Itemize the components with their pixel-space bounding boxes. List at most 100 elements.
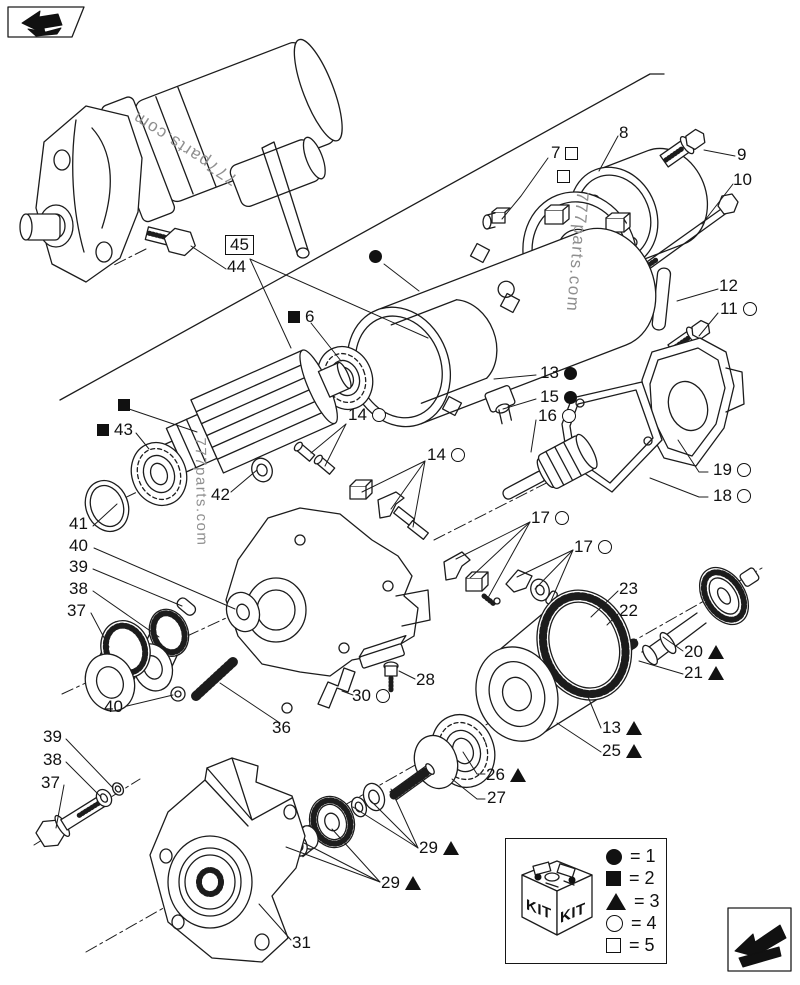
- legend-value: = 2: [629, 868, 655, 889]
- part-callout-29: 29: [419, 839, 459, 857]
- part-number: 25: [602, 741, 621, 760]
- legend-value: = 5: [629, 935, 655, 955]
- open-square-marker: [557, 170, 570, 183]
- part-callout-19: 19: [713, 461, 751, 479]
- part-number: 29: [419, 838, 438, 857]
- part-callout-13: 13: [540, 364, 577, 382]
- part-number: 7: [551, 143, 561, 162]
- legend-entry: = 2: [606, 868, 660, 889]
- part-callout-39: 39: [43, 728, 62, 746]
- part-callout-45: 45: [225, 235, 254, 255]
- legend-entry: = 1: [606, 846, 660, 867]
- part-callout-36: 36: [272, 719, 291, 737]
- part-number: 38: [69, 579, 88, 598]
- part-number: 28: [416, 670, 435, 689]
- part-callout-41: 41: [69, 515, 88, 533]
- part-callout-26: 26: [486, 766, 526, 784]
- kit-marker: [369, 250, 382, 263]
- part-callout-13: 13: [602, 719, 642, 737]
- kit-box-icon: KIT KIT: [521, 860, 593, 936]
- part-callout-39: 39: [69, 558, 88, 576]
- filled-square-marker: [97, 424, 109, 436]
- filled-triangle-marker: [707, 666, 724, 680]
- prev-page-button[interactable]: [6, 4, 88, 40]
- open-circle-marker: [597, 540, 612, 554]
- part-number: 31: [292, 933, 311, 952]
- legend-value: = 3: [634, 890, 660, 911]
- filled-triangle-marker: [606, 892, 626, 910]
- open-circle-marker: [561, 409, 576, 423]
- part-callout-20: 20: [684, 643, 724, 661]
- part-callout-40: 40: [104, 698, 123, 716]
- part-number: 43: [114, 420, 133, 439]
- kit-marker: [557, 170, 570, 183]
- filled-triangle-marker: [707, 645, 724, 659]
- part-number: 19: [713, 460, 732, 479]
- part-callout-23: 23: [619, 580, 638, 598]
- part-number: 20: [684, 642, 703, 661]
- part-number: 9: [737, 145, 747, 164]
- part-number: 40: [104, 697, 123, 716]
- open-circle-marker: [736, 463, 751, 477]
- open-circle-marker: [450, 448, 465, 462]
- part-callout-9: 9: [737, 146, 746, 164]
- open-circle-marker: [375, 689, 390, 703]
- part-callout-38: 38: [69, 580, 88, 598]
- filled-circle-marker: [563, 390, 577, 404]
- filled-square-marker: [118, 399, 130, 411]
- part-number: 37: [41, 773, 60, 792]
- part-callout-15: 15: [540, 388, 577, 406]
- part-number: 42: [211, 485, 230, 504]
- part-number: 21: [684, 663, 703, 682]
- part-number: 36: [272, 718, 291, 737]
- kit-legend: KIT KIT = 1= 2= 3= 4= 5: [505, 838, 667, 964]
- part-callout-29: 29: [381, 874, 421, 892]
- part-callout-25: 25: [602, 742, 642, 760]
- kit-marker: [118, 399, 130, 411]
- part-number: 13: [540, 363, 559, 382]
- part-number: 12: [719, 276, 738, 295]
- part-number: 18: [713, 486, 732, 505]
- part-callout-6: 6: [288, 308, 314, 326]
- part-callout-31: 31: [292, 934, 311, 952]
- back-arrow-icon: [7, 6, 85, 38]
- part-number: 41: [69, 514, 88, 533]
- part-number: 39: [43, 727, 62, 746]
- part-number: 11: [720, 299, 738, 318]
- part-number: 22: [619, 601, 638, 620]
- filled-triangle-marker: [404, 876, 421, 890]
- legend-rows: = 1= 2= 3= 4= 5: [606, 846, 660, 956]
- open-circle-marker: [554, 511, 569, 525]
- part-callout-30: 30: [352, 687, 390, 705]
- part-callout-42: 42: [211, 486, 230, 504]
- part-callout-16: 16: [538, 407, 576, 425]
- legend-value: = 1: [630, 846, 656, 866]
- part-number: 29: [381, 873, 400, 892]
- part-callout-12: 12: [719, 277, 738, 295]
- filled-square-marker: [606, 871, 621, 887]
- part-number: 40: [69, 536, 88, 555]
- filled-circle-marker: [563, 366, 577, 380]
- part-callout-43: 43: [97, 421, 133, 439]
- part-callout-28: 28: [416, 671, 435, 689]
- filled-triangle-marker: [442, 841, 459, 855]
- next-page-button[interactable]: [726, 906, 794, 974]
- part-callout-8: 8: [619, 124, 628, 142]
- open-circle-marker: [742, 302, 757, 316]
- part-callout-11: 11: [720, 300, 757, 318]
- part-number: 13: [602, 718, 621, 737]
- filled-square-marker: [288, 311, 300, 323]
- open-square-marker: [565, 146, 579, 160]
- open-circle-marker: [736, 489, 751, 503]
- part-number: 10: [733, 170, 752, 189]
- part-callout-17: 17: [531, 509, 569, 527]
- legend-value: = 4: [631, 912, 657, 933]
- part-callout-17: 17: [574, 538, 612, 556]
- part-number: 14: [427, 445, 446, 464]
- filled-triangle-marker: [625, 744, 642, 758]
- part-callout-44: 44: [227, 258, 246, 276]
- part-callout-22: 22: [619, 602, 638, 620]
- part-number: 15: [540, 387, 559, 406]
